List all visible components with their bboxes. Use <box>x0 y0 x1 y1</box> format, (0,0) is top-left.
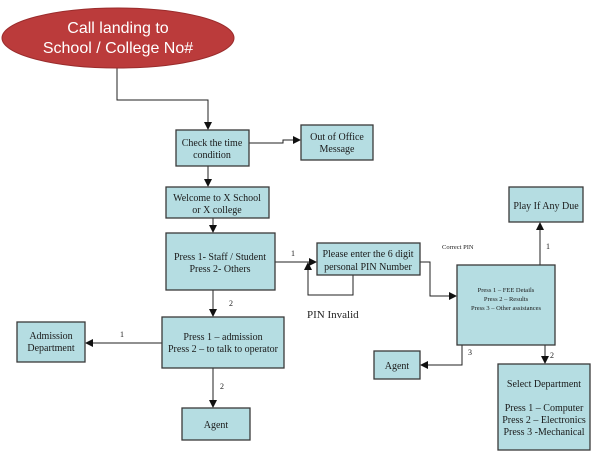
node-text: Message <box>320 144 356 155</box>
agent-mid-node: Agent <box>373 350 421 380</box>
node-text: Press 2 – Electronics <box>502 415 586 426</box>
edge-student-to-agent <box>420 345 463 369</box>
edge-pin-to-student-menu <box>420 261 457 300</box>
pin-invalid-label: PIN Invalid <box>307 309 359 321</box>
edge-label: 2 <box>229 299 233 308</box>
node-text: Press 1- Staff / Student <box>174 252 266 263</box>
node-text: Press 1 – Computer <box>505 403 584 414</box>
student-menu-node: Press 1 – FEE Details Press 2 – Results … <box>456 264 556 346</box>
node-text: Press 3 – Other assistances <box>471 305 542 312</box>
node-text: Agent <box>204 420 229 431</box>
edge-label: 1 <box>546 242 550 251</box>
node-text: Press 2 – Results <box>484 296 529 303</box>
node-text: Please enter the 6 digit <box>322 249 413 260</box>
edge-label: 2 <box>220 382 224 391</box>
edge-label: 3 <box>468 348 472 357</box>
pin-entry-node: Please enter the 6 digit personal PIN Nu… <box>316 242 421 276</box>
node-text: Press 2 – to talk to operator <box>168 344 279 355</box>
play-due-node: Play If Any Due <box>508 186 584 223</box>
node-text: condition <box>193 150 231 161</box>
node-text: or X college <box>192 205 242 216</box>
node-text: Press 2- Others <box>189 264 250 275</box>
check-time-node: Check the time condition <box>175 129 250 167</box>
edge-label: 1 <box>291 249 295 258</box>
correct-pin-label: Correct PIN <box>442 244 474 251</box>
node-text: personal PIN Number <box>324 262 412 273</box>
node-text: Press 1 – FEE Details <box>478 287 535 294</box>
others-menu-node: Press 1 – admission Press 2 – to talk to… <box>161 316 285 369</box>
node-text: Press 3 -Mechanical <box>503 427 584 438</box>
start-line: School / College No# <box>43 40 193 57</box>
main-menu-node: Press 1- Staff / Student Press 2- Others <box>165 232 276 291</box>
welcome-node: Welcome to X School or X college <box>165 186 270 219</box>
out-of-office-node: Out of Office Message <box>300 124 374 161</box>
node-text: Play If Any Due <box>513 201 579 212</box>
node-text: Select Department <box>507 379 581 390</box>
node-text: Out of Office <box>310 132 364 143</box>
edge-start-to-check <box>116 68 212 130</box>
admission-node: Admission Department <box>16 321 86 363</box>
start-node: Call landing to School / College No# <box>1 7 235 69</box>
node-text: Department <box>27 343 74 354</box>
start-line: Call landing to <box>67 20 169 37</box>
edge-check-to-outofoffice <box>249 136 301 144</box>
edge-pin-invalid-loop <box>304 262 354 296</box>
node-text: Agent <box>385 361 410 372</box>
select-department-node: Select Department Press 1 – Computer Pre… <box>497 363 591 451</box>
edge-label: 1 <box>120 330 124 339</box>
edge-label: 2 <box>550 351 554 360</box>
node-text: Press 1 – admission <box>183 332 262 343</box>
agent-bottom-node: Agent <box>181 407 251 441</box>
node-text: Admission <box>29 331 72 342</box>
node-text: Welcome to X School <box>173 193 261 204</box>
node-text: Check the time <box>182 138 243 149</box>
